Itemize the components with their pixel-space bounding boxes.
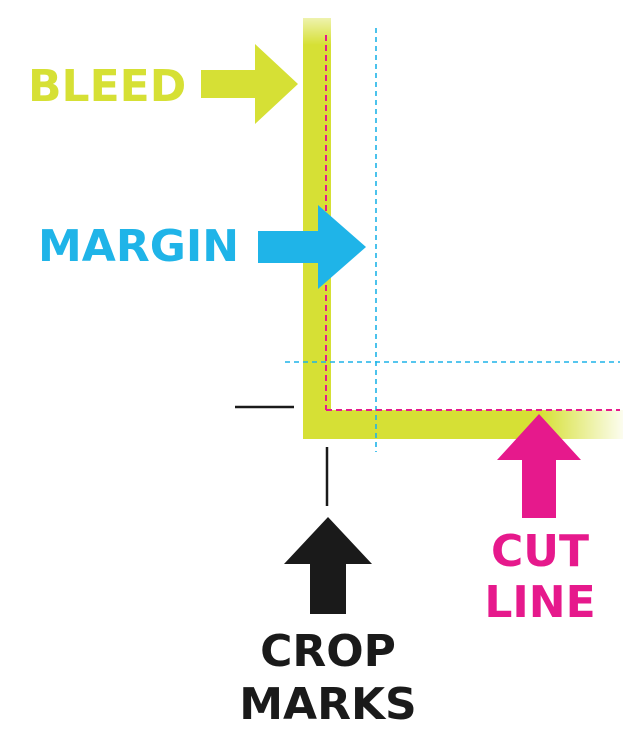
crop-marks — [235, 405, 329, 506]
crop-marks-label-line2: MARKS — [239, 679, 417, 730]
bleed-area — [300, 0, 630, 445]
crop-marks-callout: CROP MARKS — [239, 517, 417, 730]
margin-callout: MARGIN — [38, 205, 366, 289]
margin-arrow — [258, 205, 366, 289]
bleed-fade-top — [300, 0, 336, 45]
margin-lines — [285, 28, 620, 452]
cut-line-label-line2: LINE — [484, 577, 595, 628]
cut-line-arrow — [497, 414, 581, 518]
margin-label: MARGIN — [38, 221, 239, 272]
crop-marks-arrow — [284, 517, 372, 614]
cut-line-label-line1: CUT — [491, 526, 589, 577]
cut-line-callout: CUT LINE — [484, 414, 596, 628]
bleed-callout: BLEED — [28, 44, 298, 124]
bleed-arrow — [201, 44, 298, 124]
crop-marks-label-line1: CROP — [260, 626, 396, 677]
cut-lines — [325, 35, 620, 411]
bleed-label: BLEED — [28, 61, 186, 112]
